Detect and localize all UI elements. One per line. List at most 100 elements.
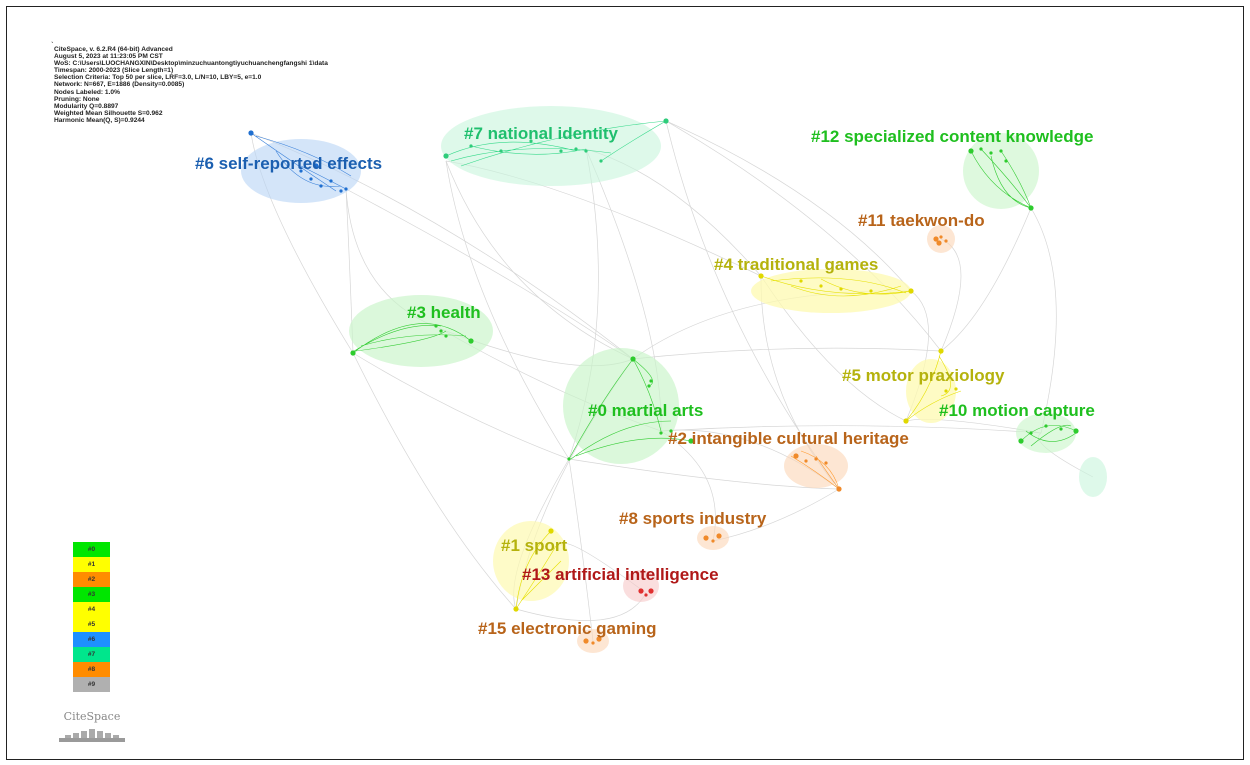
info-line: Harmonic Mean(Q, S)=0.9244 xyxy=(54,116,145,124)
network-node[interactable] xyxy=(309,177,313,181)
network-node[interactable] xyxy=(443,153,449,159)
network-node[interactable] xyxy=(814,457,818,461)
network-node[interactable] xyxy=(659,431,663,435)
network-node[interactable] xyxy=(468,338,474,344)
network-node[interactable] xyxy=(444,334,448,338)
network-node[interactable] xyxy=(344,187,348,191)
network-node[interactable] xyxy=(584,149,588,153)
network-node[interactable] xyxy=(644,593,648,597)
cluster-hull-7 xyxy=(441,106,661,186)
network-node[interactable] xyxy=(944,239,948,243)
network-node[interactable] xyxy=(936,240,942,246)
network-node[interactable] xyxy=(1029,431,1033,435)
cluster-label-0[interactable]: #0 martial arts xyxy=(588,401,703,420)
network-node[interactable] xyxy=(313,163,319,169)
network-node[interactable] xyxy=(559,149,563,153)
network-node[interactable] xyxy=(647,384,651,388)
network-node[interactable] xyxy=(804,459,808,463)
network-node[interactable] xyxy=(596,636,602,642)
network-node[interactable] xyxy=(469,144,473,148)
network-node[interactable] xyxy=(583,638,589,644)
network-node[interactable] xyxy=(944,389,948,393)
network-node[interactable] xyxy=(669,429,673,433)
legend-swatch: #8 xyxy=(73,662,110,677)
network-node[interactable] xyxy=(1073,428,1079,434)
logo-text: CiteSpace xyxy=(63,710,121,723)
cluster-hull-13 xyxy=(623,570,659,602)
info-line: CiteSpace, v. 6.2.R4 (64-bit) Advanced xyxy=(54,46,173,53)
network-node[interactable] xyxy=(908,288,914,294)
network-node[interactable] xyxy=(663,118,669,124)
cluster-label-5[interactable]: #5 motor praxiology xyxy=(842,366,1005,385)
network-node[interactable] xyxy=(979,147,983,151)
network-node[interactable] xyxy=(933,236,939,242)
cluster-label-6[interactable]: #6 self-reported effects xyxy=(195,154,382,173)
network-node[interactable] xyxy=(989,151,993,155)
network-node[interactable] xyxy=(758,273,764,279)
network-node[interactable] xyxy=(499,149,503,153)
cluster-label-1[interactable]: #1 sport xyxy=(501,536,567,555)
network-node[interactable] xyxy=(824,461,828,465)
network-node[interactable] xyxy=(716,533,722,539)
network-node[interactable] xyxy=(599,159,603,163)
network-node[interactable] xyxy=(567,457,571,461)
network-node[interactable] xyxy=(1028,205,1034,211)
cluster-hull-8 xyxy=(697,526,729,550)
network-node[interactable] xyxy=(248,130,254,136)
network-node[interactable] xyxy=(649,379,653,383)
network-node[interactable] xyxy=(793,453,799,459)
network-node[interactable] xyxy=(339,189,343,193)
network-node[interactable] xyxy=(439,329,443,333)
cluster-label-4[interactable]: #4 traditional games xyxy=(714,255,878,274)
network-node[interactable] xyxy=(434,324,438,328)
network-node[interactable] xyxy=(954,387,958,391)
network-node[interactable] xyxy=(1044,424,1048,428)
network-node[interactable] xyxy=(350,350,356,356)
network-node[interactable] xyxy=(591,641,595,645)
network-node[interactable] xyxy=(869,289,873,293)
cluster-label-12[interactable]: #12 specialized content knowledge xyxy=(811,127,1093,146)
info-line: Weighted Mean Silhouette S=0.962 xyxy=(54,109,163,117)
cluster-network[interactable]: #7 national identity #6 self-reported ef… xyxy=(7,7,1243,759)
cluster-label-10[interactable]: #10 motion capture xyxy=(939,401,1095,420)
network-node[interactable] xyxy=(968,148,974,154)
cluster-label-3[interactable]: #3 health xyxy=(407,303,481,322)
network-node[interactable] xyxy=(836,486,842,492)
network-node[interactable] xyxy=(630,356,636,362)
network-node[interactable] xyxy=(548,528,554,534)
cluster-label-8[interactable]: #8 sports industry xyxy=(619,509,767,528)
bundle-5 xyxy=(905,350,962,422)
cluster-hull-1 xyxy=(493,521,569,601)
cluster-label-15[interactable]: #15 electronic gaming xyxy=(478,619,657,638)
network-node[interactable] xyxy=(711,539,715,543)
network-node[interactable] xyxy=(638,588,644,594)
network-node[interactable] xyxy=(703,535,709,541)
network-info-panel: CiteSpace, v. 6.2.R4 (64-bit) Advanced A… xyxy=(54,46,328,124)
network-node[interactable] xyxy=(1018,438,1024,444)
network-node[interactable] xyxy=(574,147,578,151)
network-node[interactable] xyxy=(319,184,323,188)
info-line: WoS: C:\Users\LUOCHANGXIN\Desktop\minzuc… xyxy=(54,60,328,68)
network-node[interactable] xyxy=(688,438,694,444)
info-marker: ` xyxy=(51,41,54,50)
cluster-label-11[interactable]: #11 taekwon-do xyxy=(858,211,985,230)
cluster-label-2[interactable]: #2 intangible cultural heritage xyxy=(668,429,909,448)
network-node[interactable] xyxy=(839,287,843,291)
visualization-canvas[interactable]: ` CiteSpace, v. 6.2.R4 (64-bit) Advanced… xyxy=(6,6,1244,760)
network-node[interactable] xyxy=(903,418,909,424)
network-node[interactable] xyxy=(819,284,823,288)
network-node[interactable] xyxy=(1059,427,1063,431)
network-node[interactable] xyxy=(529,139,533,143)
network-node[interactable] xyxy=(939,235,943,239)
network-node[interactable] xyxy=(299,169,303,173)
network-node[interactable] xyxy=(648,588,654,594)
cluster-label-7[interactable]: #7 national identity xyxy=(464,124,619,143)
network-node[interactable] xyxy=(938,348,944,354)
network-node[interactable] xyxy=(999,149,1003,153)
network-node[interactable] xyxy=(329,179,333,183)
network-node[interactable] xyxy=(1004,159,1008,163)
network-node[interactable] xyxy=(799,279,803,283)
bundle-2 xyxy=(790,450,840,490)
cluster-label-13[interactable]: #13 artificial intelligence xyxy=(522,565,719,584)
network-node[interactable] xyxy=(513,606,519,612)
